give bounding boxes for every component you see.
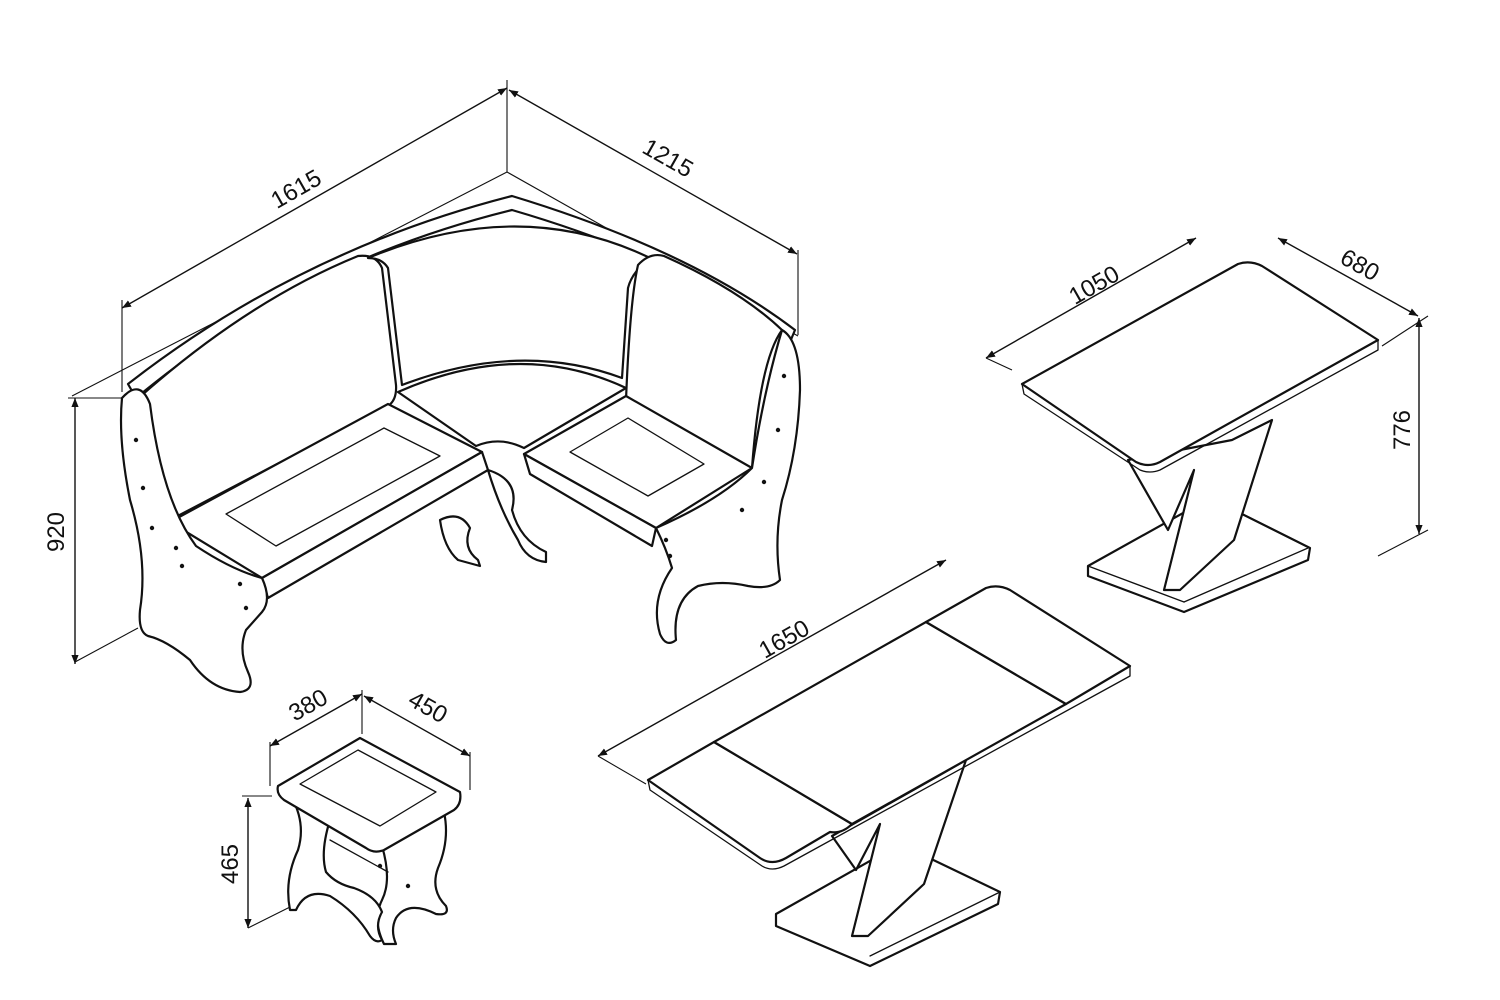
right-panel-hole bbox=[667, 553, 673, 559]
right-panel-hole bbox=[739, 507, 745, 513]
table-extended-length-dimension-line bbox=[597, 559, 947, 757]
table-compact-width-dimension-line bbox=[1277, 237, 1419, 317]
table-compact-length-dimension-line bbox=[985, 237, 1197, 359]
table-extended-leaf-right bbox=[924, 585, 1132, 706]
right-panel-hole bbox=[761, 479, 767, 485]
left-panel-hole bbox=[179, 563, 185, 569]
right-seat-cushion-top bbox=[569, 417, 705, 497]
bench-left-dimension-line bbox=[121, 87, 508, 309]
table-extended-top-edge bbox=[647, 665, 1131, 870]
table-compact-base-edge bbox=[1183, 547, 1309, 603]
table-compact-base-edge bbox=[1087, 565, 1185, 603]
bench-right-length-label: 1215 bbox=[638, 134, 698, 184]
stool-hole bbox=[377, 863, 383, 869]
table-extended-base-edge bbox=[869, 891, 1001, 957]
left-panel-hole bbox=[149, 525, 155, 531]
left-side-panel bbox=[119, 388, 269, 694]
right-seat-rail bbox=[522, 452, 658, 548]
stool: 380 450 465 bbox=[217, 684, 471, 946]
stool-seat-top bbox=[299, 749, 437, 827]
table-compact-length-extension bbox=[985, 357, 1013, 371]
left-panel-hole bbox=[140, 485, 146, 491]
table-compact-length-label: 1050 bbox=[1064, 261, 1124, 311]
stool-depth-label: 380 bbox=[284, 684, 332, 727]
table-extended-length-label: 1650 bbox=[754, 615, 814, 665]
right-panel-hole bbox=[775, 427, 781, 433]
stool-width-dimension-line bbox=[363, 695, 471, 757]
table-compact: 1050 680 776 bbox=[985, 237, 1429, 614]
corner-back-cushion bbox=[366, 225, 652, 387]
left-panel-hole bbox=[237, 581, 243, 587]
table-compact-leg bbox=[1126, 418, 1274, 592]
stool-left-leg bbox=[287, 796, 384, 943]
left-seat-cushion-top bbox=[225, 427, 441, 547]
table-extended-leaf-left bbox=[646, 740, 854, 864]
table-compact-top-edge bbox=[1021, 339, 1379, 473]
table-compact-width-label: 680 bbox=[1336, 244, 1384, 287]
table-extended: 1650 bbox=[597, 559, 1132, 968]
right-panel-hole bbox=[663, 537, 669, 543]
bench-left-length-label: 1615 bbox=[266, 165, 326, 215]
bench-height-label: 920 bbox=[43, 512, 70, 552]
table-extended-length-extension bbox=[597, 755, 647, 785]
corner-seat-cushion bbox=[396, 362, 628, 450]
bench-floor-line bbox=[74, 627, 139, 663]
table-compact-floor-line bbox=[1377, 529, 1429, 557]
stool-height-label: 465 bbox=[217, 844, 244, 884]
corner-bench: 1615 1215 920 bbox=[43, 80, 802, 694]
right-back-cushion bbox=[624, 253, 784, 470]
left-panel-hole bbox=[173, 545, 179, 551]
stool-hole bbox=[405, 883, 411, 889]
left-center-leg bbox=[438, 515, 482, 568]
right-center-leg bbox=[486, 468, 548, 564]
stool-depth-dimension-line bbox=[269, 693, 363, 747]
right-panel-hole bbox=[781, 373, 787, 379]
stool-seat bbox=[276, 736, 462, 853]
table-compact-height-label: 776 bbox=[1389, 410, 1416, 450]
left-panel-hole bbox=[243, 605, 249, 611]
stool-floor-line bbox=[247, 905, 293, 929]
table-compact-width-extension bbox=[1381, 315, 1429, 347]
bench-right-dimension-line bbox=[508, 89, 798, 255]
left-panel-hole bbox=[133, 437, 139, 443]
